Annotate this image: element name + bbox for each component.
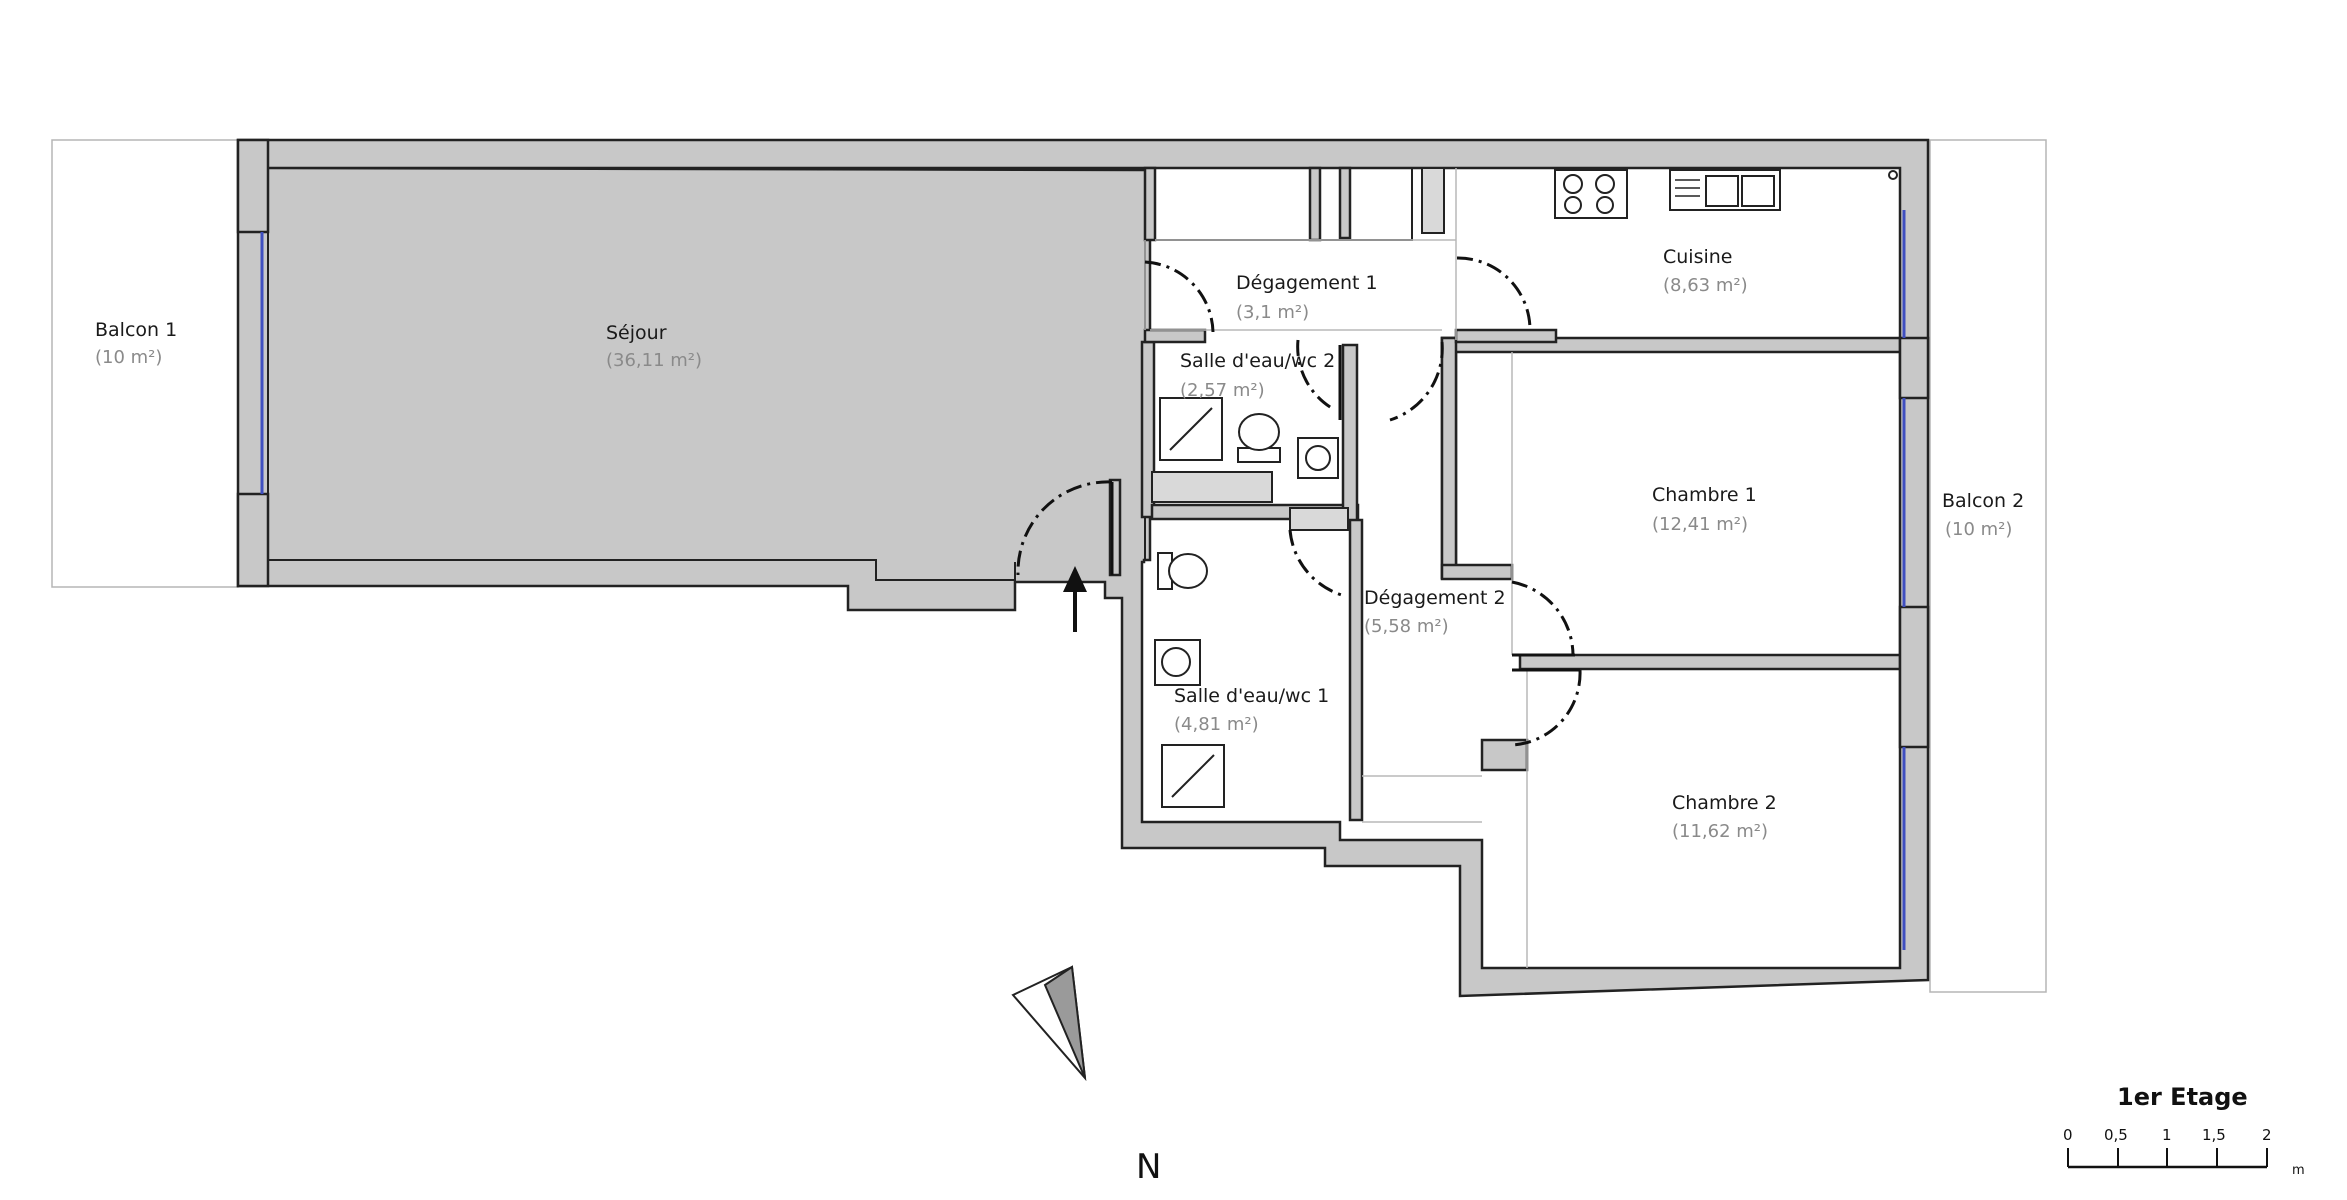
scale-tick-label: 1: [2162, 1126, 2172, 1144]
washbasin-2: [1297, 437, 1339, 479]
floor-label: 1er Etage: [2117, 1083, 2248, 1111]
door-chambre1-arc: [1389, 341, 1444, 422]
wall-deg2-west: [1348, 518, 1364, 822]
wall-closet-a: [1143, 166, 1157, 242]
hatched-panel-sde2: [1151, 471, 1273, 503]
toilet-1-bowl: [1168, 553, 1208, 589]
door-sde2-arc: [1296, 339, 1336, 412]
sde1-name: Salle d'eau/wc 1: [1174, 685, 1329, 707]
door-entrance-arc: [1016, 480, 1113, 576]
chambre-1-name: Chambre 1: [1652, 484, 1757, 506]
burner: [1564, 196, 1582, 214]
wall-sejour-east: [1108, 478, 1122, 577]
scale-tick-label: 1,5: [2202, 1126, 2226, 1144]
sde2-area: (2,57 m²): [1180, 380, 1265, 401]
balcon-1-name: Balcon 1: [95, 319, 177, 341]
scale-unit: m: [2292, 1163, 2305, 1178]
closet-2: [1319, 167, 1413, 241]
exterior-walls: [236, 138, 1930, 998]
north-arrow-half: [1043, 965, 1086, 1079]
chambre-2-area: (11,62 m²): [1672, 821, 1768, 842]
wall-deg1-stub: [1338, 166, 1352, 240]
wall-closet-b: [1308, 166, 1322, 242]
north-label: N: [1136, 1147, 1161, 1187]
cuisine-name: Cuisine: [1663, 246, 1733, 268]
sde2-name: Salle d'eau/wc 2: [1180, 350, 1335, 372]
door-deg2-arc-2: [1511, 669, 1582, 747]
cuisine-area: (8,63 m²): [1663, 275, 1748, 296]
pillar-west-2: [236, 492, 270, 588]
balcon-1-area-label: (10 m²): [95, 347, 162, 368]
degagement-1-name: Dégagement 1: [1236, 272, 1378, 294]
wall-deg1-bottom: [1143, 328, 1207, 344]
wall-chambre1-west: [1440, 336, 1458, 580]
wall-chambres-separator: [1518, 653, 1902, 671]
sde1-area: (4,81 m²): [1174, 714, 1259, 735]
degagement-2-area: (5,58 m²): [1364, 616, 1449, 637]
wall-deg1-hatch: [1421, 167, 1445, 234]
sink-basin: [1741, 175, 1775, 207]
closet-1: [1154, 167, 1311, 241]
door-cuisine-arc: [1456, 256, 1532, 331]
balcon-2-area: [1929, 139, 2047, 993]
toilet-2-bowl: [1238, 413, 1280, 451]
pillar-east-1: [1898, 336, 1930, 400]
sejour-area: (36,11 m²): [606, 350, 702, 371]
wall-sde2-east: [1341, 343, 1359, 530]
sink-basin: [1705, 175, 1739, 207]
degagement-2-name: Dégagement 2: [1364, 587, 1506, 609]
entrance-arrow-head: [1063, 566, 1087, 592]
balcon-2-area-label: (10 m²): [1945, 519, 2012, 540]
washbasin-2-bowl: [1305, 445, 1331, 471]
washbasin-1-bowl: [1161, 647, 1191, 677]
vent-fixture: [1888, 170, 1898, 180]
door-deg2-arc-1: [1511, 580, 1575, 656]
hatched-panel-deg2: [1289, 507, 1349, 531]
burner: [1563, 174, 1583, 194]
shower-drain-1: [1171, 754, 1215, 798]
sejour-name: Séjour: [606, 322, 667, 344]
wall-chambre1-sw: [1440, 563, 1514, 581]
wall-cuisine-bottom: [1454, 328, 1558, 344]
scale-bar: 0 0,5 1 1,5 2 m: [2063, 1126, 2305, 1178]
burner: [1595, 174, 1615, 194]
door-deg1-west-arc: [1144, 260, 1215, 333]
scale-tick-label: 2: [2262, 1126, 2272, 1144]
shower-drain-2: [1169, 407, 1213, 451]
degagement-1-area: (3,1 m²): [1236, 302, 1309, 323]
door-sde1-arc: [1288, 529, 1346, 598]
pillar-east-2: [1898, 605, 1930, 749]
scale-tick-label: 0,5: [2104, 1126, 2128, 1144]
pillar-west-1: [236, 138, 270, 234]
scale-tick-label: 0: [2063, 1126, 2073, 1144]
chambre-1-area: (12,41 m²): [1652, 514, 1748, 535]
burner: [1596, 196, 1614, 214]
chambre-2-name: Chambre 2: [1672, 792, 1777, 814]
balcon-2-name: Balcon 2: [1942, 490, 2024, 512]
